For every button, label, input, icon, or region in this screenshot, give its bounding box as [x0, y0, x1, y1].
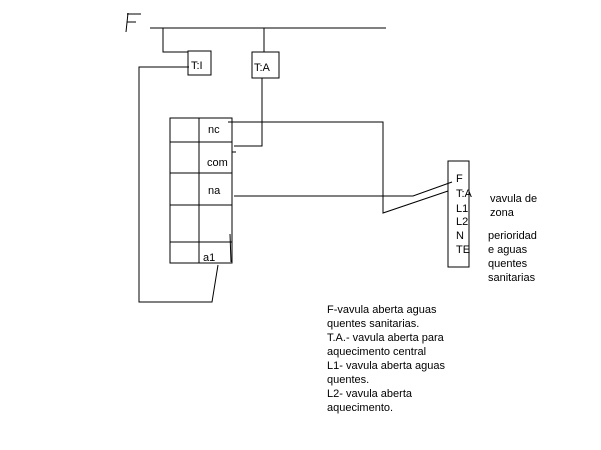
valve-terminal-te: TE: [456, 244, 470, 256]
legend-note-line: quentes.: [327, 374, 369, 386]
legend-note-line: aquecimento.: [327, 402, 393, 414]
nc-wire: [233, 121, 449, 214]
valve-title-line: zona: [490, 207, 515, 219]
valve-terminal-n: N: [456, 230, 464, 242]
zone-valve-box: [447, 160, 470, 268]
ta-label: T:A: [254, 62, 271, 74]
legend-note-line: L2- vavula aberta: [327, 388, 413, 400]
na-wire: [234, 181, 453, 197]
return-wire: [138, 66, 219, 303]
valve-terminal-f: F: [456, 173, 463, 185]
valve-terminal-l2: L2: [456, 216, 468, 228]
ta-box: [251, 51, 280, 79]
ti-label: T:I: [191, 60, 203, 72]
relay-terminal-na: na: [208, 185, 221, 197]
ta-output-wire: [234, 78, 263, 147]
relay-block: [169, 117, 233, 264]
valve-desc-line: e aguas: [488, 244, 528, 256]
legend-note-line: F-vavula aberta aguas: [327, 304, 437, 316]
legend-note-line: L1- vavula aberta aguas: [327, 360, 446, 372]
relay-edge-mark: [228, 121, 236, 263]
ti-box: [187, 50, 212, 76]
relay-terminal-com: com: [207, 157, 228, 169]
valve-terminal-l1: L1: [456, 203, 468, 215]
valve-terminal-ta: T:A: [456, 188, 473, 200]
valve-desc-line: sanitarias: [488, 272, 536, 284]
legend-note-line: quentes sanitarias.: [327, 318, 419, 330]
legend-note-line: T.A.- vavula aberta para: [327, 332, 445, 344]
relay-terminal-nc: nc: [208, 124, 220, 136]
valve-desc-line: perioridad: [488, 230, 537, 242]
legend-note-line: aquecimento central: [327, 346, 426, 358]
relay-terminal-a1: a1: [203, 252, 215, 264]
supply-symbol: [125, 12, 141, 33]
valve-title-line: vavula de: [490, 193, 537, 205]
valve-desc-line: quentes: [488, 258, 528, 270]
ti-wire: [162, 28, 188, 53]
